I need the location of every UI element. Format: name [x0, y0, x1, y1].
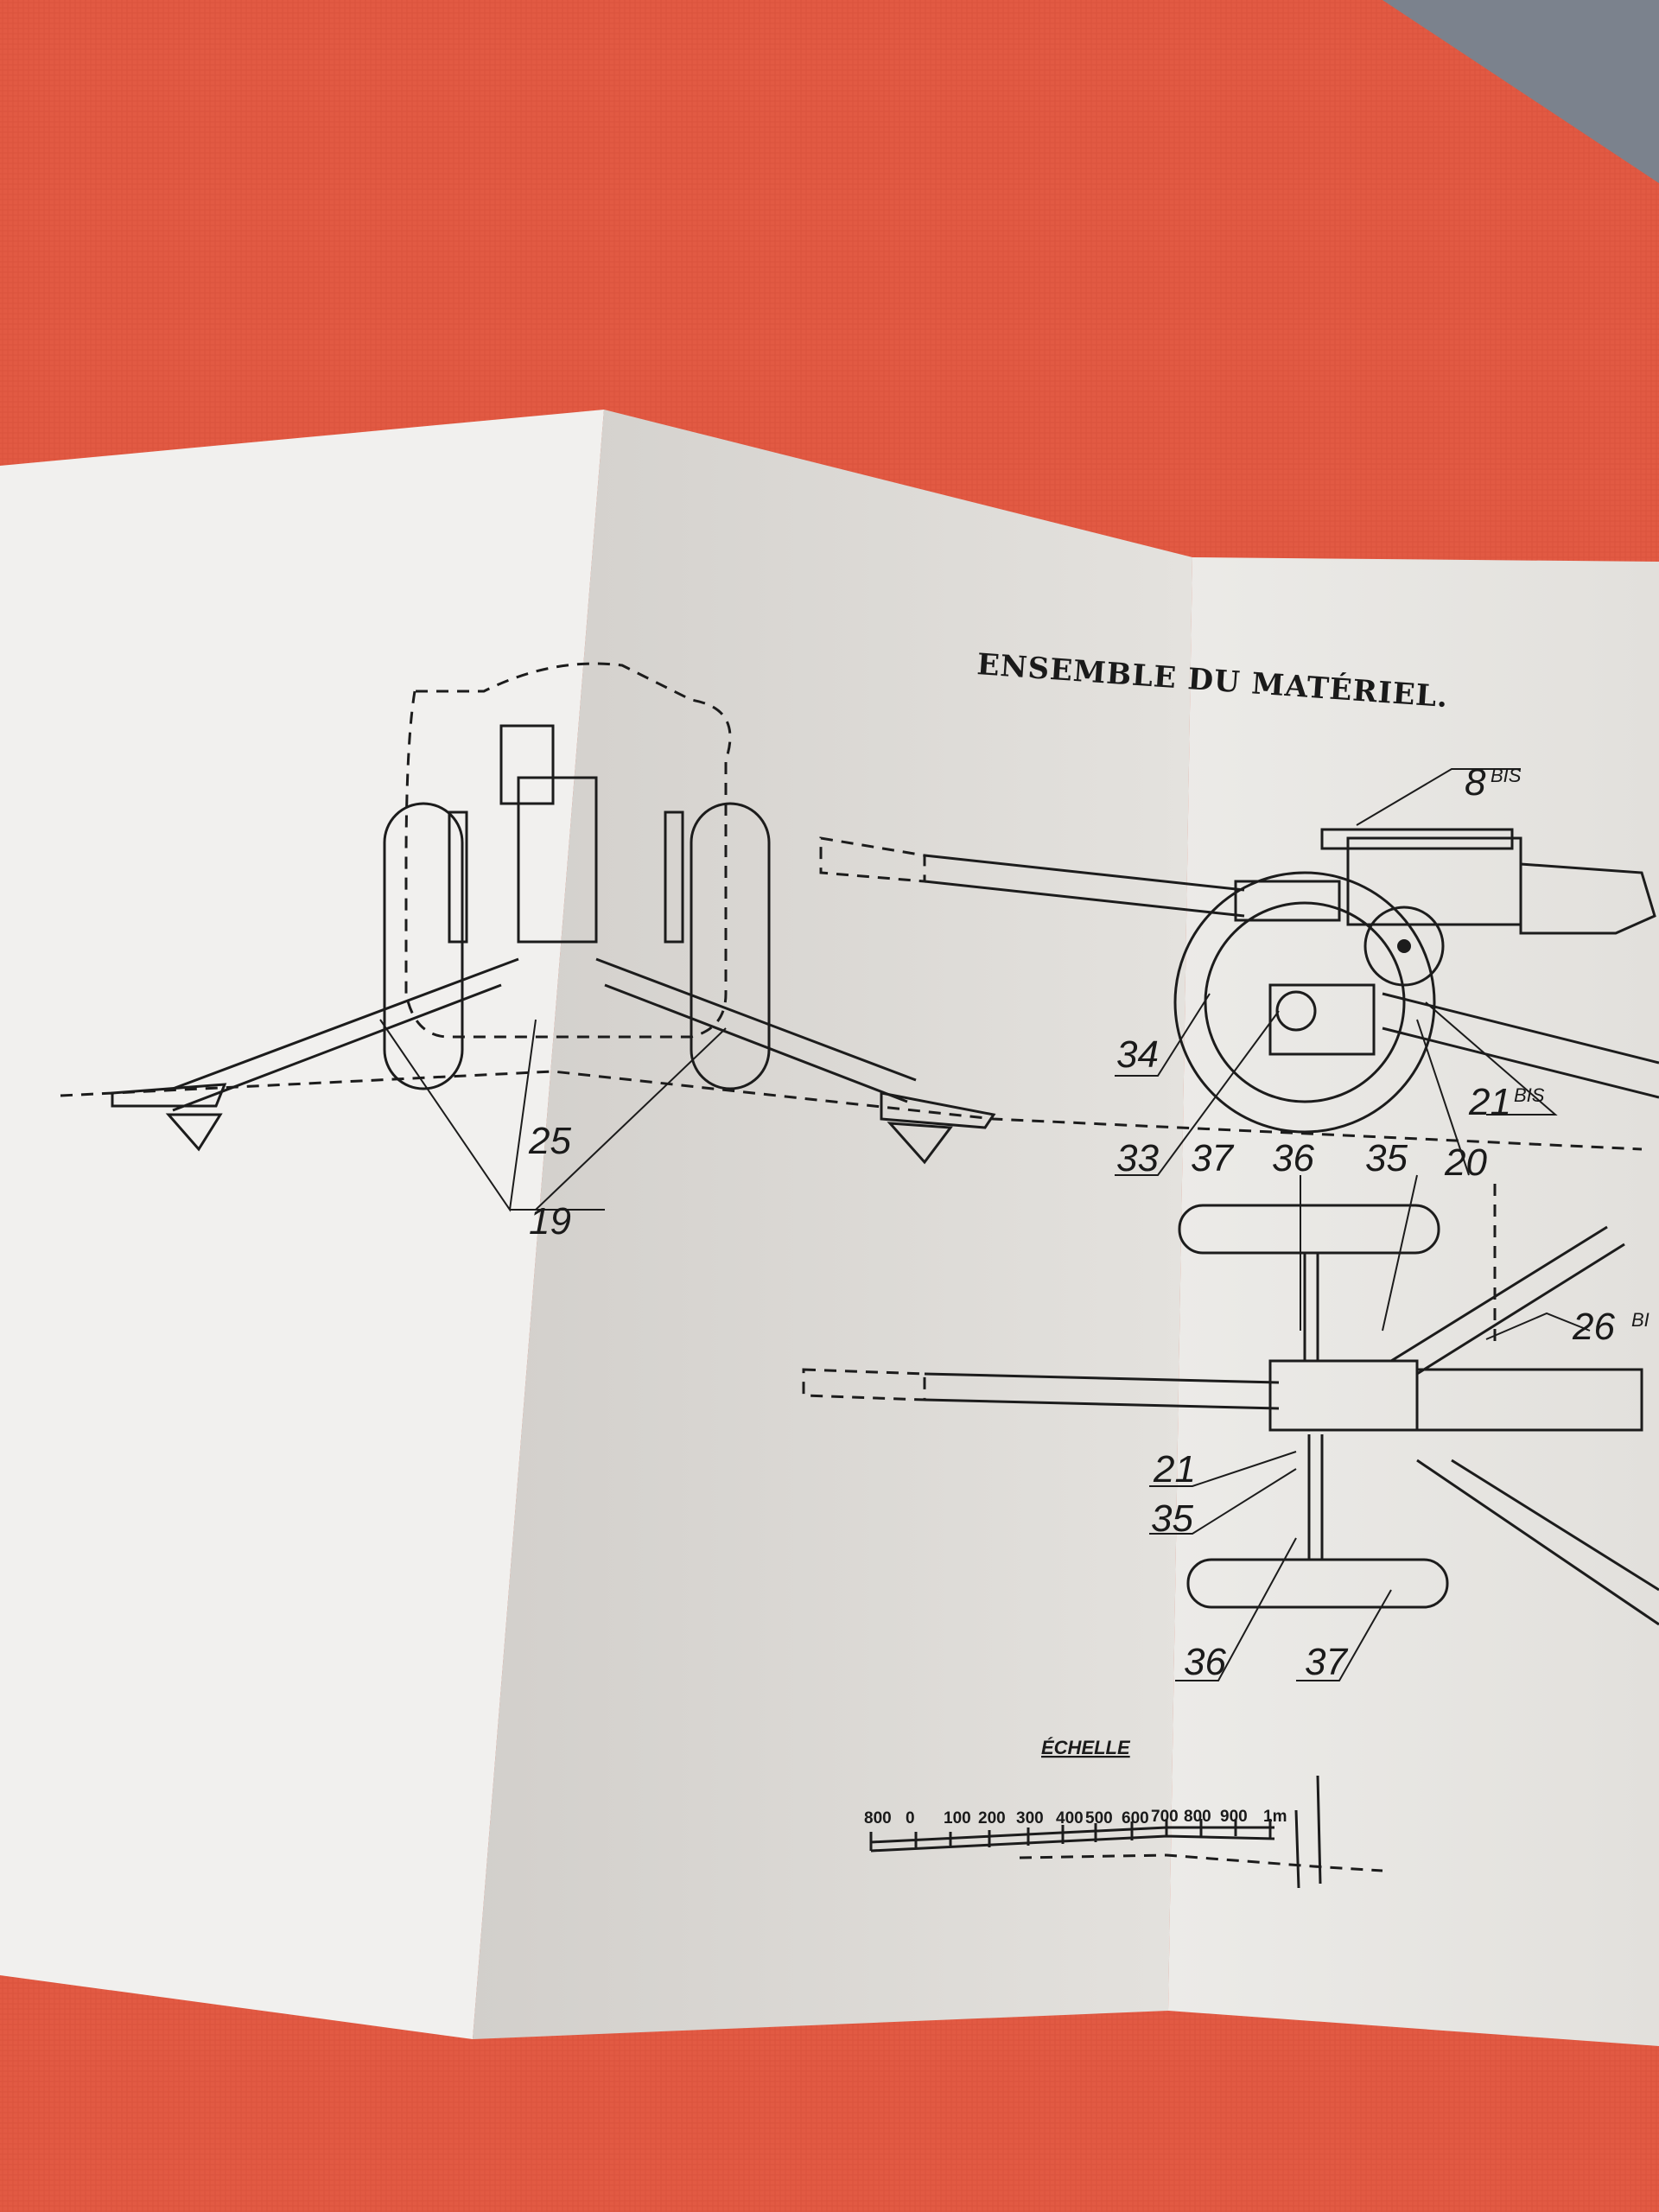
label-21bis: 21 [1468, 1081, 1511, 1123]
scale-tick: 800 [1184, 1808, 1211, 1826]
label-26bis-sup: BI [1631, 1309, 1649, 1331]
label-34: 34 [1116, 1033, 1159, 1076]
gray-surface-corner [1382, 0, 1659, 183]
label-33: 33 [1116, 1137, 1159, 1179]
scale-tick: 300 [1016, 1809, 1044, 1827]
label-35-top: 35 [1365, 1137, 1408, 1179]
scale-tick: 600 [1122, 1809, 1149, 1827]
leader-lines [1115, 993, 1591, 1681]
scale-tick: 800 [864, 1809, 892, 1827]
front-view-drawing [60, 662, 1643, 1212]
label-20: 20 [1444, 1141, 1487, 1184]
label-36-top: 36 [1272, 1137, 1314, 1179]
scale-tick: 1m [1263, 1808, 1287, 1826]
label-21bis-sup: BIS [1514, 1084, 1545, 1106]
scale-tick: 700 [1151, 1808, 1179, 1826]
scale-bar: ÉCHELLE 800 0 100 200 300 400 500 600 70… [864, 1737, 1383, 1889]
scale-tick: 200 [978, 1809, 1006, 1827]
side-view-drawing [819, 768, 1659, 1134]
label-37-top: 37 [1191, 1137, 1234, 1179]
scale-tick: 400 [1056, 1809, 1084, 1827]
label-8bis-sup: BIS [1491, 765, 1522, 786]
scale-title: ÉCHELLE [1041, 1737, 1131, 1758]
top-view-drawing [802, 1184, 1659, 1626]
label-36-bottom: 36 [1184, 1641, 1226, 1683]
scale-tick: 900 [1220, 1808, 1248, 1826]
label-21: 21 [1153, 1448, 1196, 1491]
paper-panel-right [1168, 557, 1659, 2046]
label-25: 25 [528, 1120, 571, 1162]
scale-tick: 100 [944, 1809, 971, 1827]
label-35-bottom: 35 [1151, 1497, 1193, 1540]
label-26bis: 26 [1572, 1306, 1615, 1348]
label-37-bottom: 37 [1305, 1641, 1348, 1683]
scale-tick: 500 [1085, 1809, 1113, 1827]
part-labels: 8 BIS 34 33 37 36 35 20 21 BIS 25 19 26 … [528, 761, 1649, 1683]
paper-panel-middle [473, 410, 1192, 2039]
label-8bis: 8 [1465, 761, 1486, 804]
label-19: 19 [529, 1200, 571, 1243]
scale-tick: 0 [906, 1809, 915, 1827]
